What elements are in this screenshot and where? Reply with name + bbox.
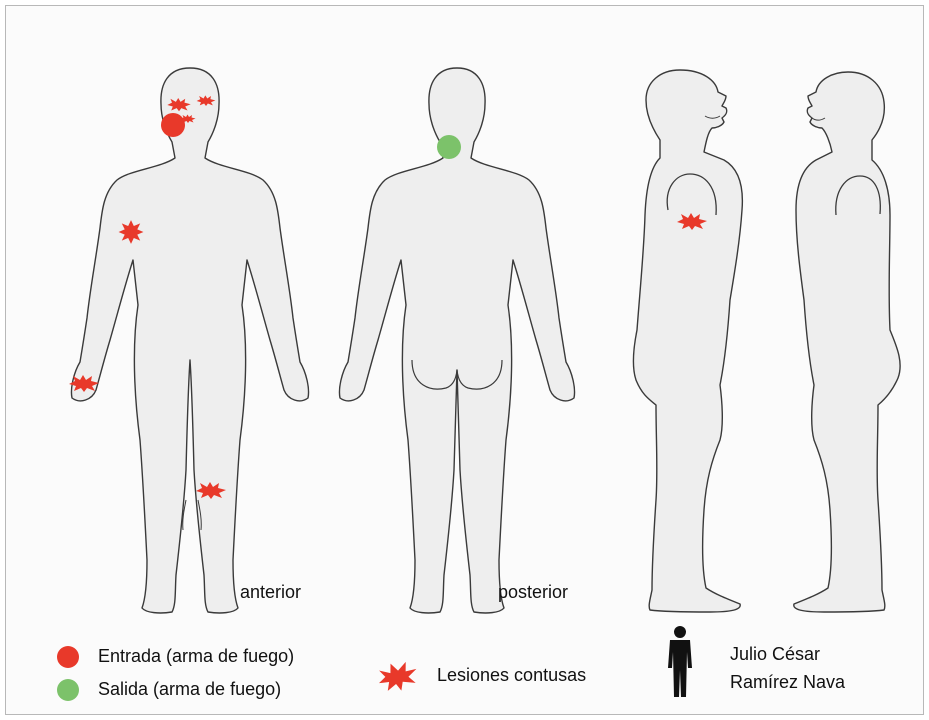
side-body-right [632,69,744,613]
side-body-left [793,71,901,613]
entry-wound-face [161,113,185,137]
blunt-injury-shoulder [118,220,144,244]
side-body-left-outline [793,71,901,613]
subject-name-line1: Julio César [730,644,821,664]
legend-entry-wound-marker [57,646,79,668]
person-icon [668,626,692,697]
exit-wound-neck [437,135,461,159]
legend-entry-wound-label: Entrada (arma de fuego) [98,646,295,666]
anterior-body-outline [70,67,310,614]
anterior-body [70,67,310,614]
posterior-body [338,67,576,614]
legend-exit-wound-label: Salida (arma de fuego) [98,679,282,699]
posterior-view-label: posterior [498,582,569,602]
legend-blunt-injury-label: Lesiones contusas [437,665,587,685]
legend-blunt-injury-marker [378,661,417,691]
legend-exit-wound-marker [57,679,79,701]
subject-name-line2: Ramírez Nava [730,672,846,692]
side-body-right-outline [632,69,744,613]
injury-markers [69,95,707,499]
anterior-view-label: anterior [240,582,302,602]
